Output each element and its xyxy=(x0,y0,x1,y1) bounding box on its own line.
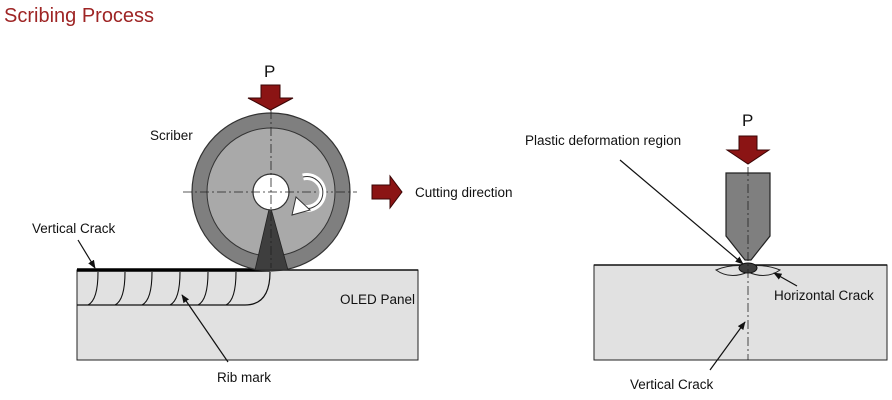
rib-mark xyxy=(225,271,237,306)
rib-mark xyxy=(114,271,126,306)
direction-arrow-icon xyxy=(371,174,403,210)
left-force-label: P xyxy=(264,62,275,81)
force-arrow-icon xyxy=(247,84,294,111)
vertical-crack-boundary xyxy=(77,271,271,306)
left-vertical-crack-label: Vertical Crack xyxy=(32,221,116,236)
horizontal-crack-label: Horizontal Crack xyxy=(774,288,874,303)
wheel-cutting-cone xyxy=(254,204,289,271)
plastic-deformation-leader xyxy=(619,159,744,265)
oled-panel-label: OLED Panel xyxy=(340,292,415,307)
right-panel xyxy=(593,264,888,361)
rib-mark-label: Rib mark xyxy=(217,370,271,385)
scriber-label: Scriber xyxy=(150,128,193,143)
rotation-arrow-icon xyxy=(291,173,327,216)
plastic-deformation-label: Plastic deformation region xyxy=(525,133,681,148)
rib-mark xyxy=(87,271,99,306)
oled-panel xyxy=(76,269,419,361)
right-force-label: P xyxy=(742,111,753,130)
page-title: Scribing Process xyxy=(4,5,154,27)
left-vertical-crack-leader xyxy=(77,239,96,269)
horizontal-crack-leader xyxy=(773,272,798,287)
scriber-wheel xyxy=(183,110,357,272)
cutting-direction-label: Cutting direction xyxy=(415,185,513,200)
rib-mark xyxy=(169,271,181,306)
right-vertical-crack-leader xyxy=(709,321,746,371)
scribe-tool xyxy=(725,172,771,261)
right-force-arrow-icon xyxy=(725,135,771,165)
right-vertical-crack-label: Vertical Crack xyxy=(630,377,714,392)
left-diagram: P Scriber Cutting direction Vertical Cra… xyxy=(32,62,513,385)
rib-mark-leader xyxy=(181,294,229,363)
rib-mark xyxy=(197,271,209,306)
right-diagram: P Plastic deformation region Horizontal … xyxy=(525,111,888,392)
horizontal-crack xyxy=(714,265,782,276)
rib-mark xyxy=(141,271,153,306)
rib-marks xyxy=(87,271,237,306)
